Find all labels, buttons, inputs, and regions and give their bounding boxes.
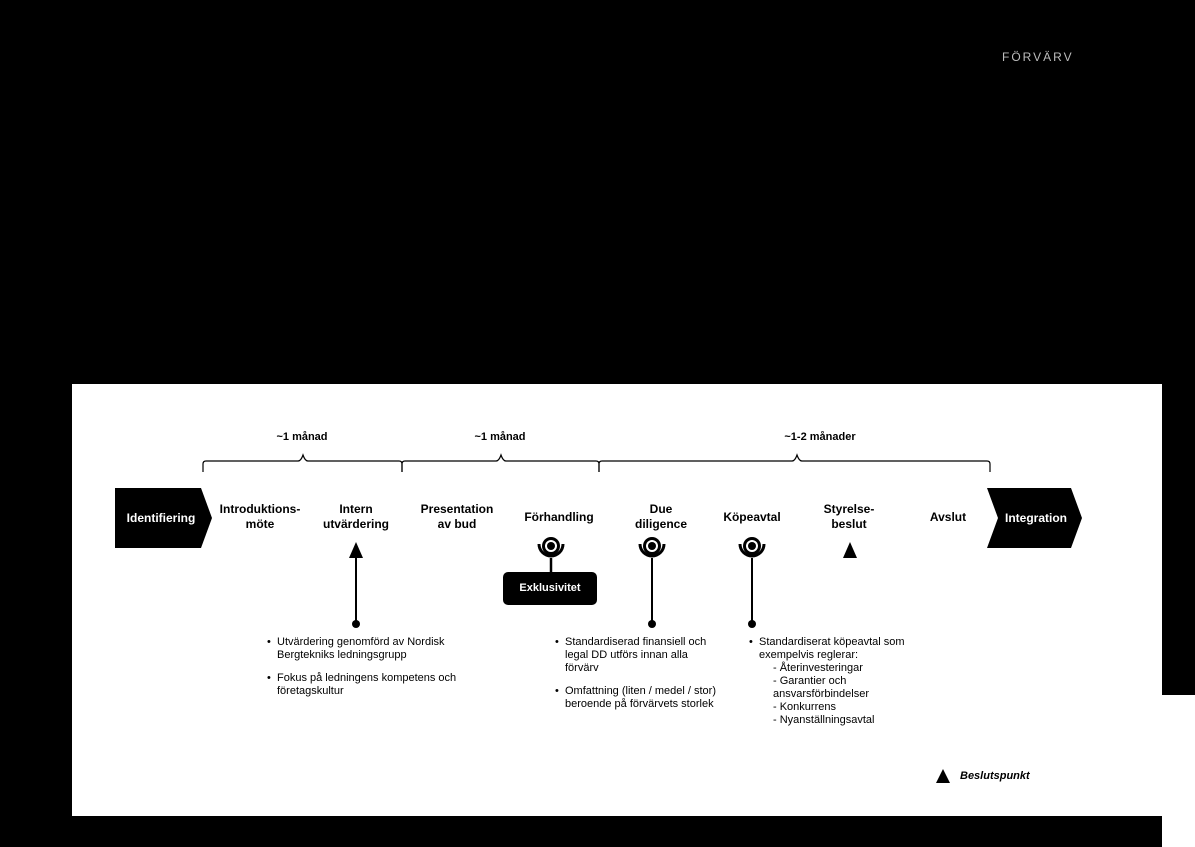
brace-3: [598, 453, 991, 472]
step-styrelsebeslut: Styrelse- beslut: [823, 502, 875, 531]
legend-label: Beslutspunkt: [960, 770, 1030, 782]
note-kopeavtal-intro: Standardiserat köpeavtal som exempelvis …: [749, 636, 934, 727]
kopeavtal-item-1: - Återinvesteringar: [773, 662, 863, 674]
kopeavtal-item-2: - Garantier och ansvarsförbindelser: [773, 675, 869, 700]
step-avslut: Avslut: [929, 510, 967, 524]
corner-block: [1162, 695, 1195, 847]
step-due-diligence: Due diligence: [634, 502, 687, 531]
step-forhandling: Förhandling: [524, 510, 594, 524]
connector-dot-intern: [352, 620, 360, 628]
exclusivity-label: Exklusivitet: [519, 582, 581, 594]
legend-triangle-icon: [936, 769, 950, 783]
step-introduktionsmote: Introduktions- möte: [219, 502, 301, 531]
note-kopeavtal-intro-text: Standardiserat köpeavtal som exempelvis …: [759, 636, 905, 661]
brace-1: [202, 453, 403, 472]
marker-forhandling: [537, 537, 565, 572]
duration-label-3: ~1-2 månader: [784, 431, 856, 443]
notes-due-diligence: Standardiserad finansiell och legal DD u…: [555, 636, 717, 721]
exclusivity-badge: Exklusivitet: [503, 572, 597, 605]
note-intern-1: Utvärdering genomförd av Nordisk Bergtek…: [267, 636, 467, 662]
arrow-identifiering: [115, 488, 212, 548]
arrow-integration: [987, 488, 1082, 548]
kopeavtal-item-3: - Konkurrens: [773, 701, 836, 713]
note-dd-2: Omfattning (liten / medel / stor) beroen…: [555, 685, 717, 711]
duration-label-2: ~1 månad: [474, 431, 526, 443]
step-presentation-av-bud: Presentation av bud: [420, 502, 494, 531]
marker-due-diligence: [638, 537, 666, 628]
arrow-label-integration: Integration: [1005, 511, 1067, 525]
note-intern-2: Fokus på ledningens kompetens och företa…: [267, 672, 467, 698]
brace-2: [401, 453, 600, 472]
step-kopeavtal: Köpeavtal: [723, 510, 781, 524]
decision-triangle-intern: [349, 542, 363, 558]
marker-kopeavtal: [738, 537, 766, 628]
step-intern-utvardering: Intern utvärdering: [322, 502, 389, 531]
note-dd-1: Standardiserad finansiell och legal DD u…: [555, 636, 717, 675]
kopeavtal-item-4: - Nyanställningsavtal: [773, 714, 875, 726]
duration-label-1: ~1 månad: [276, 431, 328, 443]
notes-intern: Utvärdering genomförd av Nordisk Bergtek…: [267, 636, 467, 708]
decision-triangle-styrelse: [843, 542, 857, 558]
kopeavtal-sub-list: - Återinvesteringar - Garantier och ansv…: [759, 662, 934, 727]
section-label: FÖRVÄRV: [1002, 50, 1074, 64]
arrow-label-identifiering: Identifiering: [126, 511, 196, 525]
notes-kopeavtal: Standardiserat köpeavtal som exempelvis …: [749, 636, 934, 727]
process-panel: [72, 384, 1162, 816]
